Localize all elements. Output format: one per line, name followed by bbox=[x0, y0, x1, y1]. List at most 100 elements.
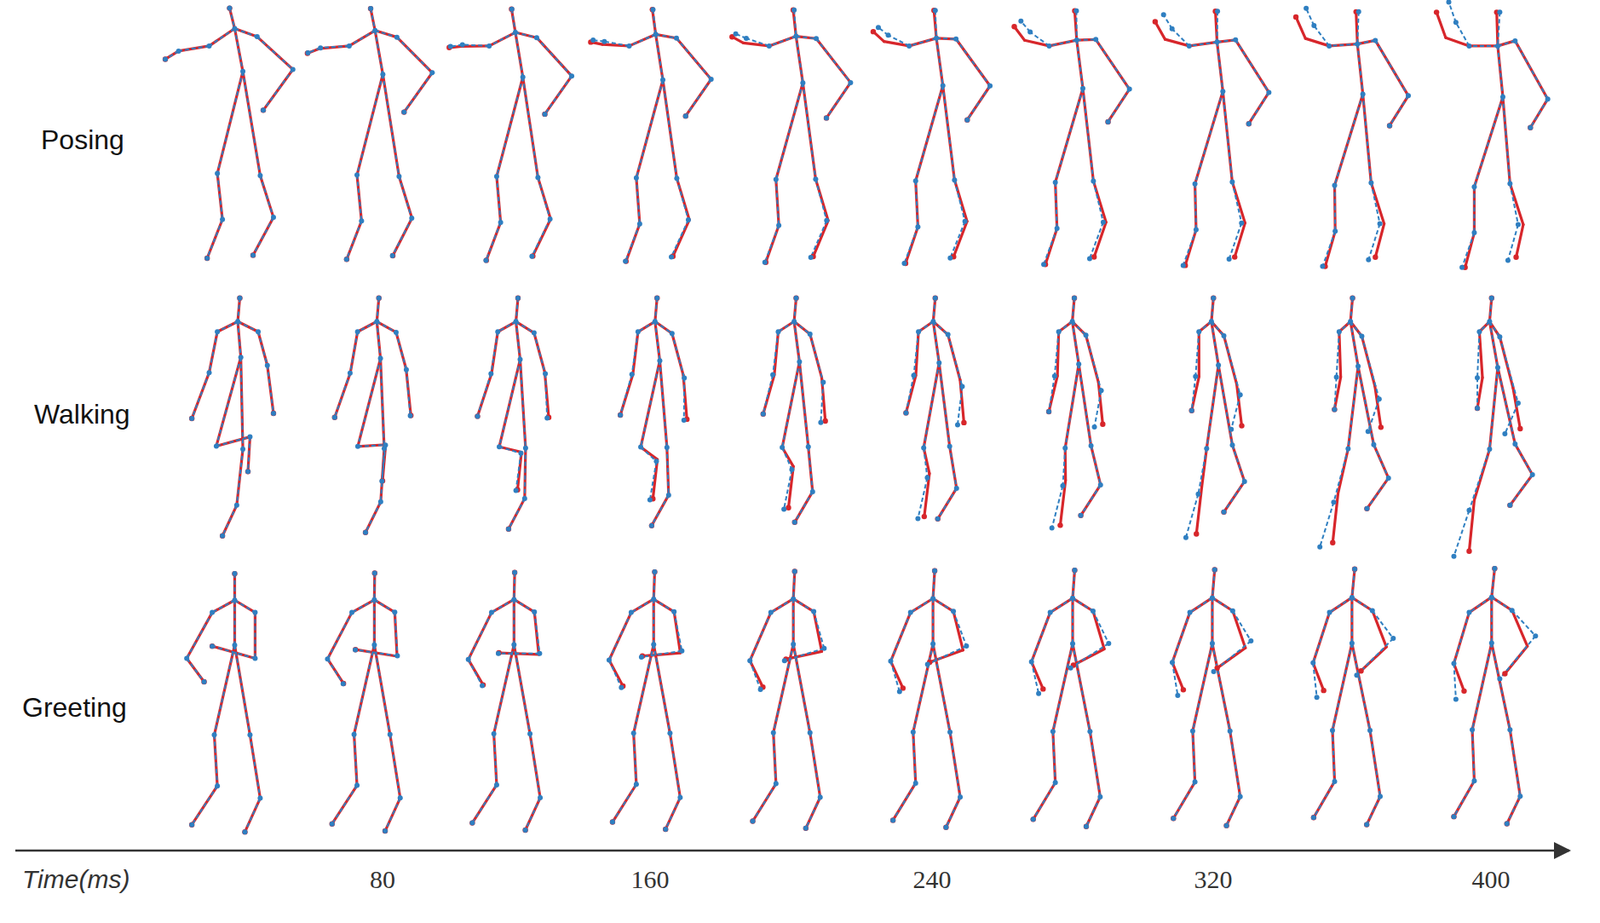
ground-truth-joint bbox=[534, 34, 540, 41]
ground-truth-joint bbox=[768, 610, 774, 616]
ground-truth-joint bbox=[1221, 509, 1227, 515]
predicted-bone bbox=[1072, 569, 1075, 599]
ground-truth-bone bbox=[1352, 643, 1370, 731]
ground-truth-joint bbox=[660, 77, 666, 83]
predicted-joint bbox=[1223, 822, 1229, 828]
ground-truth-bone bbox=[1514, 40, 1548, 99]
ground-truth-bone bbox=[396, 332, 407, 370]
ground-truth-bone bbox=[191, 785, 218, 825]
predicted-bone bbox=[794, 298, 796, 323]
ground-truth-bone bbox=[685, 79, 712, 116]
ground-truth-bone bbox=[676, 38, 712, 80]
ground-truth-joint bbox=[1376, 396, 1382, 402]
ground-truth-bone bbox=[1226, 796, 1241, 826]
ground-truth-joint bbox=[1459, 264, 1465, 271]
predicted-bone bbox=[626, 224, 640, 262]
ground-truth-joint bbox=[963, 643, 969, 649]
ground-truth-joint bbox=[1035, 690, 1042, 697]
predicted-bone bbox=[376, 298, 379, 323]
ground-truth-bone bbox=[932, 598, 954, 611]
ground-truth-joint bbox=[1331, 406, 1337, 412]
predicted-joint bbox=[1071, 567, 1077, 573]
ground-truth-joint bbox=[1226, 256, 1232, 262]
ground-truth-joint bbox=[627, 43, 633, 49]
ground-truth-joint bbox=[666, 492, 672, 498]
predicted-bone bbox=[793, 598, 814, 612]
ground-truth-joint bbox=[394, 34, 400, 41]
ground-truth-bone bbox=[1476, 377, 1479, 409]
predicted-bone bbox=[357, 321, 378, 332]
predicted-bone bbox=[320, 46, 350, 49]
ground-truth-joint bbox=[793, 295, 799, 301]
ground-truth-bone bbox=[604, 41, 629, 47]
ground-truth-joint bbox=[653, 31, 659, 37]
predicted-bone bbox=[652, 9, 657, 35]
ground-truth-bone bbox=[749, 660, 760, 690]
predicted-bone bbox=[826, 82, 851, 119]
predicted-bone bbox=[753, 783, 777, 822]
predicted-joint bbox=[390, 253, 396, 259]
ground-truth-joint bbox=[236, 295, 242, 301]
ground-truth-bone bbox=[1190, 597, 1213, 612]
predicted-bone bbox=[327, 612, 352, 660]
ground-truth-bone bbox=[217, 173, 223, 220]
predicted-bone bbox=[217, 173, 223, 220]
predicted-bone bbox=[1472, 729, 1474, 781]
predicted-bone bbox=[1081, 484, 1101, 516]
ground-truth-joint bbox=[820, 379, 826, 385]
ground-truth-joint bbox=[1386, 475, 1392, 481]
predicted-joint bbox=[260, 107, 266, 113]
axis-title: Time(ms) bbox=[22, 866, 130, 893]
predicted-bone bbox=[1053, 643, 1073, 731]
ground-truth-bone bbox=[357, 444, 386, 447]
predicted-bone bbox=[1465, 232, 1475, 268]
ground-truth-bone bbox=[1509, 729, 1520, 796]
ground-truth-joint bbox=[903, 409, 909, 415]
predicted-bone bbox=[247, 437, 250, 472]
ground-truth-bone bbox=[523, 76, 539, 178]
predicted-bone bbox=[777, 321, 795, 332]
predicted-bone bbox=[354, 734, 357, 786]
predicted-joint bbox=[1231, 253, 1238, 259]
predicted-bone bbox=[1074, 11, 1077, 41]
predicted-bone bbox=[406, 368, 412, 415]
ground-truth-bone bbox=[1230, 730, 1241, 797]
ground-truth-joint bbox=[823, 218, 829, 224]
predicted-joint bbox=[651, 569, 657, 575]
ground-truth-bone bbox=[903, 226, 918, 264]
ground-truth-joint bbox=[1099, 387, 1105, 393]
predicted-bone bbox=[241, 356, 243, 449]
ground-truth-joint bbox=[1087, 728, 1093, 734]
ground-truth-bone bbox=[782, 362, 800, 448]
ground-truth-joint bbox=[491, 730, 497, 737]
ground-truth-bone bbox=[957, 385, 962, 425]
predicted-bone bbox=[1086, 796, 1100, 827]
ground-truth-bone bbox=[1072, 643, 1090, 731]
ground-truth-joint bbox=[1350, 295, 1356, 301]
ground-truth-bone bbox=[782, 447, 792, 470]
ground-truth-joint bbox=[305, 50, 311, 56]
ground-truth-bone bbox=[1224, 335, 1241, 395]
ground-truth-joint bbox=[671, 609, 677, 615]
ground-truth-bone bbox=[1335, 93, 1364, 185]
ground-truth-bone bbox=[1072, 598, 1094, 611]
predicted-bone bbox=[178, 46, 210, 52]
predicted-bone bbox=[1489, 367, 1498, 449]
skeleton-frame bbox=[1029, 567, 1112, 829]
predicted-joint bbox=[201, 679, 207, 685]
predicted-bone bbox=[365, 501, 381, 533]
ground-truth-bone bbox=[376, 298, 379, 323]
ground-truth-bone bbox=[746, 38, 770, 47]
predicted-joint bbox=[790, 7, 796, 13]
row-label: Posing bbox=[40, 126, 125, 154]
ground-truth-bone bbox=[948, 334, 963, 387]
predicted-bone bbox=[1497, 46, 1503, 98]
predicted-bone bbox=[1352, 569, 1355, 598]
ground-truth-bone bbox=[813, 611, 824, 649]
predicted-bone bbox=[544, 372, 549, 418]
ground-truth-bone bbox=[1491, 643, 1511, 731]
ground-truth-bone bbox=[1232, 444, 1245, 482]
predicted-bone bbox=[1212, 597, 1233, 611]
ground-truth-joint bbox=[1189, 408, 1195, 414]
ground-truth-joint bbox=[808, 254, 814, 260]
